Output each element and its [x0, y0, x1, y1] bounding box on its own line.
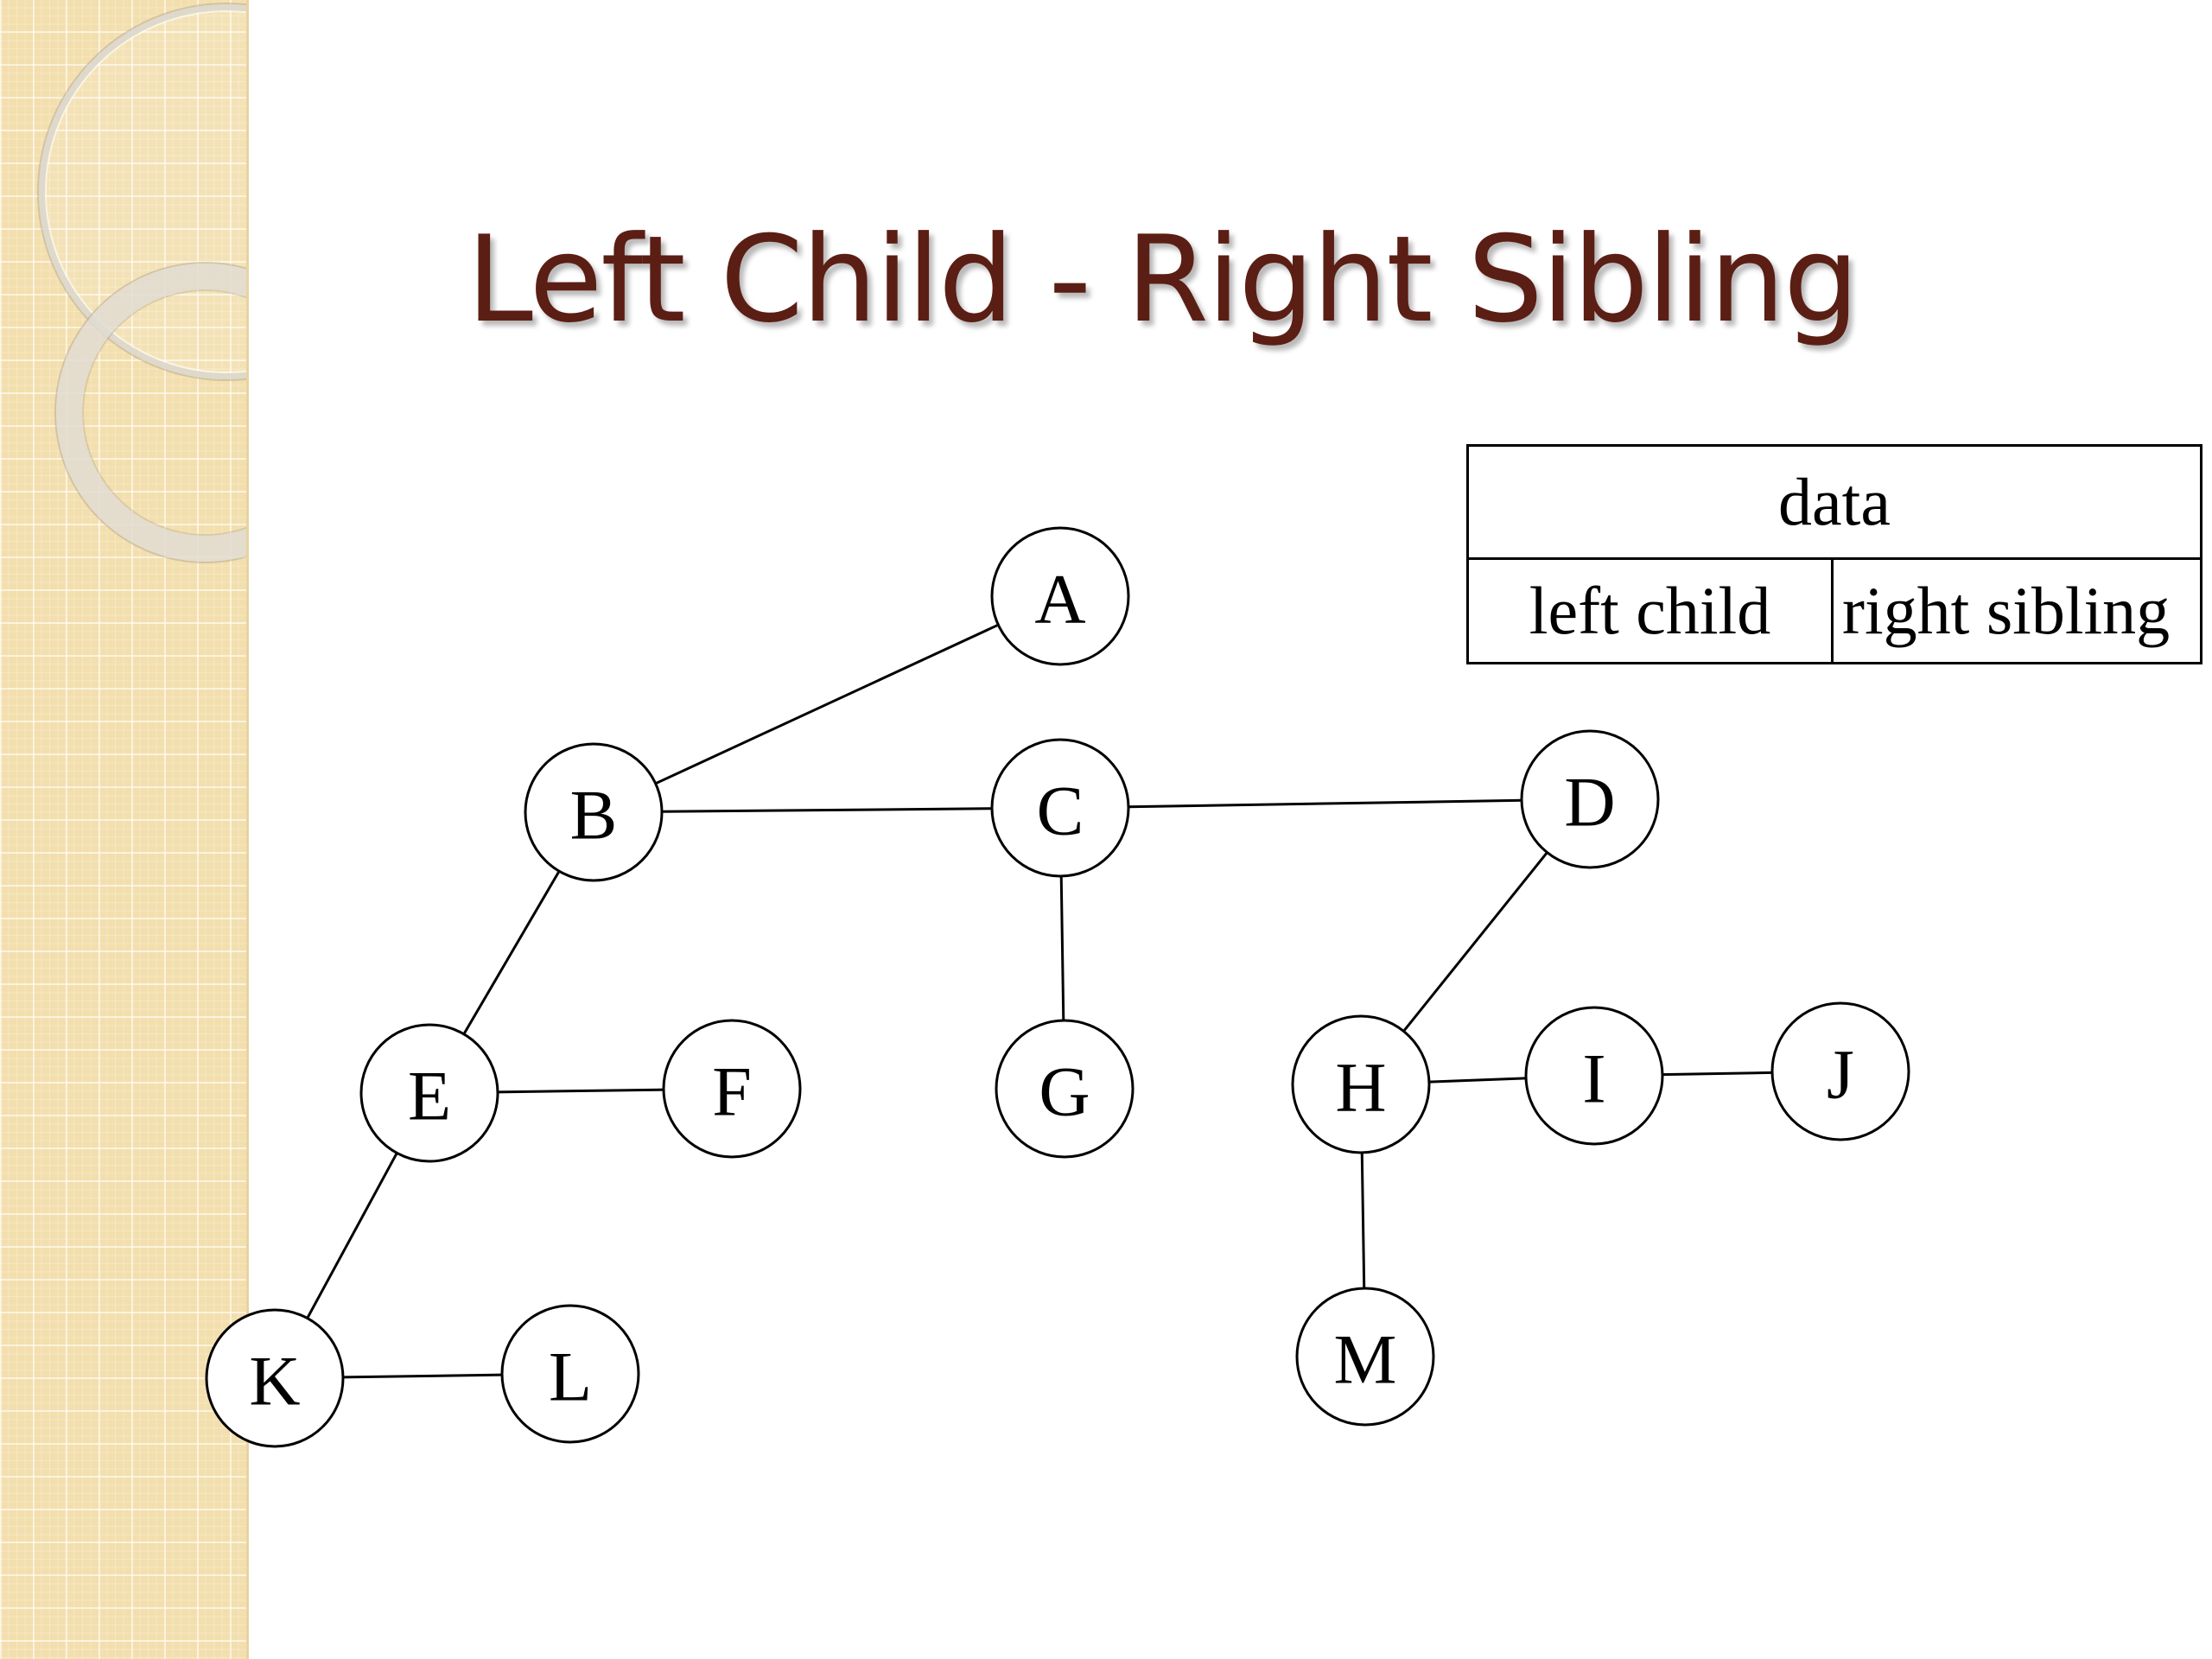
node-label: A [1034, 560, 1085, 639]
edge-c-g [1059, 875, 1065, 1021]
edge-h-m [1360, 1152, 1366, 1289]
node-circle [500, 1304, 640, 1444]
edge-e-k [306, 1152, 398, 1319]
node-label: F [712, 1052, 752, 1131]
edge-c-d [1128, 798, 1522, 809]
node-label: K [249, 1342, 300, 1421]
tree-node-a: A [990, 526, 1130, 666]
edge-i-j [1662, 1071, 1773, 1077]
right-sibling-field-cell: right sibling [1842, 573, 2171, 648]
tree-node-l: L [500, 1304, 640, 1444]
tree-edges [306, 623, 1773, 1379]
node-label: E [408, 1057, 451, 1135]
edge-b-c [661, 807, 993, 813]
node-label: J [1827, 1035, 1854, 1114]
data-field-cell: data [1469, 447, 2200, 560]
tree-node-h: H [1291, 1014, 1431, 1154]
node-label: C [1037, 772, 1084, 850]
node-label: M [1334, 1320, 1397, 1399]
tree-nodes: A B C D E F G H I J K L M [205, 526, 1910, 1448]
node-circle [1524, 1006, 1664, 1146]
edge-b-e [462, 870, 561, 1035]
node-circle [1291, 1014, 1431, 1154]
node-circle [1295, 1287, 1435, 1427]
node-circle [205, 1308, 345, 1448]
tree-node-k: K [205, 1308, 345, 1448]
tree-node-m: M [1295, 1287, 1435, 1427]
tree-node-f: F [662, 1019, 802, 1159]
tree-node-b: B [524, 742, 664, 882]
node-circle [1770, 1001, 1910, 1141]
decorative-sidebar [0, 0, 249, 1659]
slide-title: Left Child - Right Sibling [467, 210, 1859, 349]
node-circle [990, 738, 1130, 878]
tree-node-i: I [1524, 1006, 1664, 1146]
tree-node-d: D [1520, 729, 1660, 869]
edge-e-f [497, 1088, 664, 1094]
tree-node-j: J [1770, 1001, 1910, 1141]
tree-node-c: C [990, 738, 1130, 878]
tree-node-g: G [995, 1019, 1135, 1159]
node-circle [1520, 729, 1660, 869]
node-circle [359, 1023, 499, 1163]
tree-node-e: E [359, 1023, 499, 1163]
node-label: D [1564, 763, 1615, 842]
node-label: I [1582, 1039, 1605, 1118]
node-circle [662, 1019, 802, 1159]
node-circle [990, 526, 1130, 666]
edge-d-h [1402, 851, 1548, 1033]
node-label: B [570, 776, 618, 855]
node-circle [524, 742, 664, 882]
node-label: H [1335, 1048, 1386, 1127]
edge-k-l [342, 1373, 503, 1379]
edge-a-b [655, 623, 999, 785]
node-circle [995, 1019, 1135, 1159]
node-label: L [549, 1338, 592, 1416]
node-label: G [1039, 1052, 1090, 1131]
left-child-field-cell: left child [1469, 560, 1834, 662]
edge-h-i [1428, 1077, 1527, 1084]
node-structure-table: data left child right sibling [1466, 444, 2202, 664]
